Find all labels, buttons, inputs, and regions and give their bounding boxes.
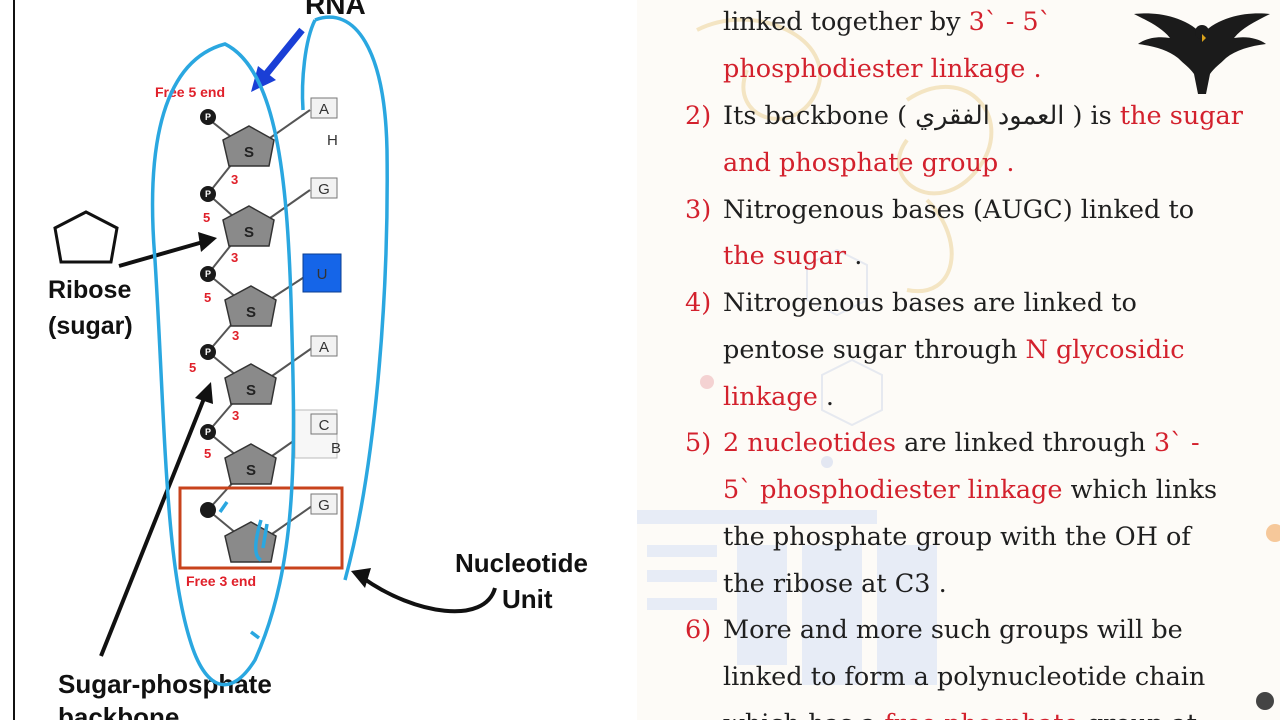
carbon-3-label: 3 bbox=[231, 250, 238, 265]
sugar-label: S bbox=[244, 144, 254, 161]
phosphate-group bbox=[200, 109, 216, 518]
carbon-3-label: 3 bbox=[231, 172, 238, 187]
phosphate-label: P bbox=[205, 427, 211, 437]
eagle-logo-icon bbox=[1134, 13, 1270, 94]
hand-annotation bbox=[150, 15, 389, 687]
carbon-5-label: 5 bbox=[203, 210, 210, 225]
carbon-3-label: 3 bbox=[232, 328, 239, 343]
ribose-label: Ribose bbox=[48, 276, 131, 304]
phosphate-label: P bbox=[205, 112, 211, 122]
base-label: A bbox=[319, 339, 329, 356]
nucleotide-unit-box bbox=[178, 486, 344, 570]
phosphate-label: P bbox=[205, 347, 211, 357]
sugar-label: S bbox=[246, 382, 256, 399]
note-line: linked to form a polynucleotide chain bbox=[723, 662, 1206, 692]
note-line: the phosphate group with the OH of bbox=[723, 522, 1191, 552]
pentagon-icon bbox=[53, 210, 119, 264]
nucleotide-label: Nucleotide bbox=[455, 548, 588, 578]
carbon-5-label: 5 bbox=[204, 290, 211, 305]
base-label: A bbox=[319, 101, 329, 118]
nucleotide-arrow-icon bbox=[361, 576, 497, 614]
phosphate-label: P bbox=[205, 189, 211, 199]
notes-panel: linked together by 3` - 5` phosphodieste… bbox=[637, 0, 1280, 720]
close-circle-icon[interactable] bbox=[1256, 692, 1274, 710]
diagram-panel: RNA Free 5 end bbox=[13, 0, 639, 720]
note-line: which has a free phosphate group at bbox=[723, 701, 1197, 720]
diagram-title: RNA bbox=[305, 0, 366, 20]
rna-arrow-icon bbox=[260, 27, 305, 81]
carbon-5-label: 5 bbox=[189, 360, 196, 375]
bases bbox=[294, 97, 342, 515]
sugar-label: S bbox=[244, 224, 254, 241]
note-line: 5` phosphodiester linkage which links bbox=[723, 475, 1218, 505]
rna-arrowhead-icon bbox=[251, 66, 276, 92]
notes-list: linked together by 3` - 5` phosphodieste… bbox=[637, 0, 1280, 720]
scroll-indicator-icon[interactable] bbox=[1266, 524, 1280, 542]
note-line: pentose sugar through N glycosidic bbox=[723, 335, 1185, 365]
base-label: G bbox=[318, 181, 330, 198]
note-line: the ribose at C3 . bbox=[723, 569, 947, 599]
unit-label: Unit bbox=[502, 584, 553, 614]
sugar-label: S bbox=[246, 462, 256, 479]
sugar-label-text: (sugar) bbox=[48, 312, 133, 340]
note-line: linked together by 3` - 5` bbox=[723, 7, 1052, 37]
backbone-arrow-icon bbox=[99, 395, 207, 657]
watermark-background bbox=[637, 17, 994, 685]
note-line: phosphodiester linkage . bbox=[723, 54, 1042, 84]
side-fragment-label: B bbox=[331, 440, 341, 457]
backbone-label-2: backbone bbox=[58, 702, 179, 720]
ribose-arrow-icon bbox=[118, 240, 204, 268]
note-line: the sugar . bbox=[723, 241, 863, 271]
sugar-label: S bbox=[246, 304, 256, 321]
note-line: linkage . bbox=[723, 382, 835, 412]
base-label: C bbox=[319, 417, 330, 434]
backbone-label: Sugar-phosphate bbox=[58, 669, 272, 699]
carbon-5-label: 5 bbox=[204, 446, 211, 461]
base-label-uracil: U bbox=[317, 266, 328, 283]
carbon-3-label: 3 bbox=[232, 408, 239, 423]
ribose-sugars bbox=[222, 125, 277, 563]
free-5-label: Free 5 end bbox=[155, 84, 225, 100]
rna-diagram: RNA Free 5 end bbox=[48, 0, 588, 720]
side-fragment-label: H bbox=[327, 132, 338, 149]
phosphate-label: P bbox=[205, 269, 211, 279]
free-3-label: Free 3 end bbox=[186, 573, 256, 589]
note-line: and phosphate group . bbox=[723, 148, 1015, 178]
base-label: G bbox=[318, 497, 330, 514]
